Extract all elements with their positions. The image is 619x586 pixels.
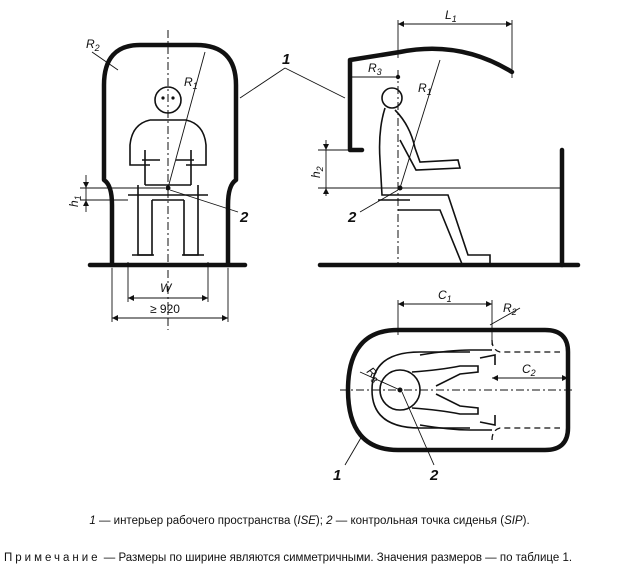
figure-caption: 1 — интерьер рабочего пространства (ISE)…: [89, 515, 530, 527]
svg-text:1: 1: [282, 51, 290, 68]
cab-workspace-diagram: R1 R2 2 h1 W ≥ 920 1: [67, 8, 581, 484]
side-body: [378, 107, 491, 265]
side-cab-outline: [347, 46, 515, 153]
front-torso: [129, 119, 207, 186]
front-cab-outline: [101, 42, 239, 268]
side-h2-label: h2: [309, 166, 325, 178]
side-view: L1 R3 R1 h2 2: [309, 8, 581, 268]
side-r1-label: R1: [418, 81, 432, 97]
side-head: [381, 87, 403, 109]
callout-1-top: 1: [239, 51, 346, 99]
top-callout-2: 2: [429, 467, 439, 484]
note-head: Примечание: [4, 552, 101, 564]
front-w-label: W: [160, 281, 173, 295]
side-r3-label: R3: [368, 61, 382, 77]
side-callout-2: 2: [347, 209, 357, 226]
note-text: Примечание — Размеры по ширине являются …: [4, 552, 616, 564]
top-c1-label: C1: [438, 288, 452, 304]
side-l1-label: L1: [445, 8, 457, 24]
top-c2-label: C2: [522, 362, 536, 378]
top-r2-label: R2: [503, 301, 517, 317]
front-r1-label: R1: [184, 75, 198, 91]
front-view: R1 R2 2 h1 W ≥ 920: [67, 30, 249, 330]
top-r3-label: R3: [362, 364, 383, 385]
front-r2-label: R2: [86, 37, 100, 53]
front-h1-label: h1: [67, 195, 83, 207]
front-min-width-label: ≥ 920: [150, 302, 180, 316]
note-body: — Размеры по ширине являются симметричны…: [100, 552, 573, 564]
front-callout-2: 2: [239, 209, 249, 226]
front-r1-line: [167, 51, 206, 189]
top-view: C1 R2 C2 R3 1 2: [333, 288, 575, 484]
top-callout-1: 1: [333, 467, 341, 484]
top-cab-outline: [345, 327, 571, 453]
front-head: [154, 86, 182, 114]
